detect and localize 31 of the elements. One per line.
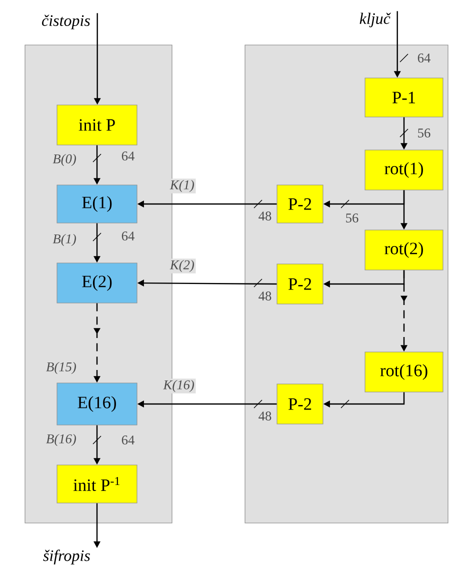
process-box: init P [56, 104, 138, 146]
edge-label: B(15) [46, 362, 76, 374]
bus-width: 48 [258, 212, 272, 220]
bus-width: 64 [122, 152, 134, 160]
process-box: E(1) [56, 184, 138, 224]
process-box: rot(1) [364, 150, 444, 190]
bare-label: šifropis [43, 550, 90, 564]
process-box: E(16) [56, 382, 138, 426]
process-box: P-2 [276, 184, 324, 224]
edge-label: K(2) [170, 260, 194, 272]
edge-label: B(1) [52, 234, 76, 246]
bus-width: 48 [258, 412, 272, 420]
bare-label: čistopis [42, 14, 90, 30]
process-box: P-1 [364, 78, 444, 118]
bus-width: 56 [346, 214, 358, 222]
bus-width: 64 [418, 54, 430, 62]
bare-label: ključ [360, 12, 391, 28]
process-box: E(2) [56, 262, 138, 304]
bus-width: 64 [122, 232, 134, 240]
process-box: init P$^{-1}$ [56, 464, 138, 504]
bus-width: 48 [258, 292, 272, 300]
process-box: rot(16) [364, 352, 444, 392]
edge-label: B(0) [52, 154, 76, 166]
bus-width: 56 [418, 128, 430, 138]
process-box: P-2 [276, 264, 324, 304]
process-box: P-2 [276, 384, 324, 424]
bus-width: 64 [122, 436, 134, 444]
edge-label: K(16) [163, 380, 194, 392]
process-box: rot(2) [364, 230, 444, 270]
edge-label: B(16) [46, 434, 76, 446]
edge-label: K(1) [170, 180, 194, 192]
